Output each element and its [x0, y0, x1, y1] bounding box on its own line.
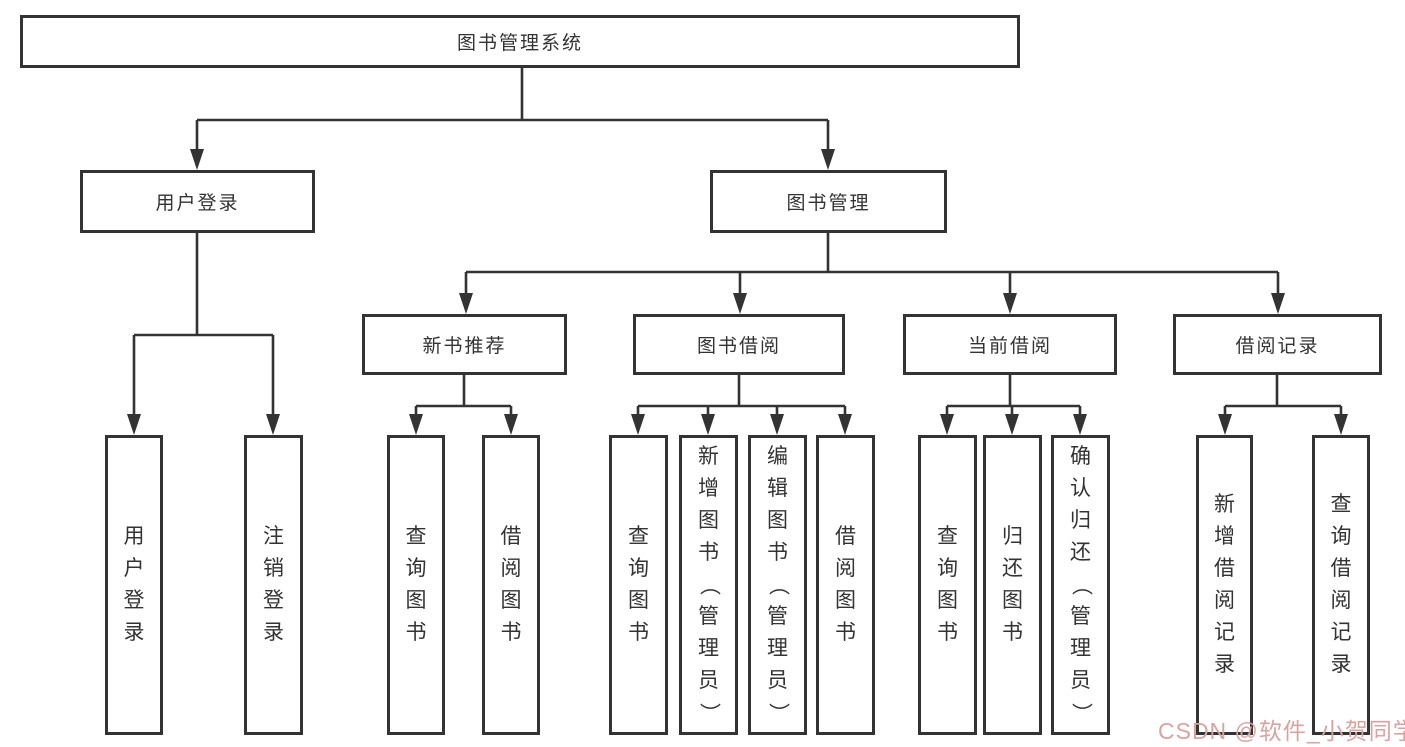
node-label: 当前借阅 — [967, 336, 1052, 357]
node-borrowing-records: 借阅记录 — [1173, 314, 1382, 375]
arrow-icon — [190, 149, 204, 170]
arrow-icon — [1218, 414, 1232, 435]
node-label: 新书推荐 — [422, 336, 507, 357]
arrow-icon — [940, 414, 954, 435]
leaf-logout: 注销登录 — [244, 435, 303, 735]
node-label: 查询图书 — [405, 525, 427, 644]
leaf-return-book: 归还图书 — [983, 435, 1042, 735]
node-label: 借阅图书 — [835, 525, 856, 644]
leaf-query-borrow-record: 查询借阅记录 — [1312, 435, 1370, 735]
node-book-borrowing: 图书借阅 — [633, 314, 845, 375]
arrow-icon — [1003, 293, 1017, 314]
arrow-icon — [1334, 414, 1348, 435]
node-label: 借阅图书 — [500, 525, 522, 644]
node-label: 图书管理系统 — [456, 33, 583, 54]
node-label: 归还图书 — [1002, 525, 1023, 644]
leaf-edit-book-admin: 编辑图书（管理员） — [748, 435, 807, 735]
arrow-icon — [459, 293, 473, 314]
node-book-management: 图书管理 — [710, 170, 947, 233]
arrow-icon — [1005, 414, 1019, 435]
node-label: 查询图书 — [937, 525, 958, 644]
node-label: 查询借阅记录 — [1330, 493, 1352, 676]
arrow-icon — [504, 414, 518, 435]
node-label: 编辑图书（管理员） — [766, 445, 790, 724]
arrow-icon — [1271, 293, 1285, 314]
leaf-add-borrow-record: 新增借阅记录 — [1196, 435, 1253, 735]
node-label: 图书借阅 — [696, 336, 781, 357]
node-label: 确认归还（管理员） — [1069, 445, 1093, 724]
arrow-icon — [733, 293, 747, 314]
arrow-icon — [631, 414, 645, 435]
leaf-confirm-return-admin: 确认归还（管理员） — [1051, 435, 1110, 735]
arrow-icon — [127, 414, 141, 435]
node-label: 用户登录 — [155, 193, 240, 214]
node-label: 新增借阅记录 — [1214, 493, 1235, 676]
arrow-icon — [838, 414, 852, 435]
arrow-icon — [1073, 414, 1087, 435]
arrow-icon — [409, 414, 423, 435]
node-label: 新增图书（管理员） — [697, 445, 721, 724]
arrow-icon — [770, 414, 784, 435]
tree-edges — [132, 68, 1343, 418]
node-new-book-recommendation: 新书推荐 — [362, 314, 567, 375]
node-label: 查询图书 — [628, 525, 649, 644]
arrow-icon — [266, 414, 280, 435]
node-library-management-system: 图书管理系统 — [20, 15, 1020, 68]
leaf-user-login: 用户登录 — [105, 435, 163, 735]
leaf-query-books-borrowing: 查询图书 — [609, 435, 668, 735]
node-label: 借阅记录 — [1235, 336, 1320, 357]
leaf-query-books-current: 查询图书 — [918, 435, 977, 735]
leaf-borrow-books-recommend: 借阅图书 — [482, 435, 540, 735]
arrow-icon — [821, 149, 835, 170]
leaf-add-book-admin: 新增图书（管理员） — [679, 435, 738, 735]
arrow-icon — [701, 414, 715, 435]
node-label: 用户登录 — [123, 525, 145, 644]
node-label: 图书管理 — [786, 193, 871, 214]
watermark: CSDN @软件_小贺同学 — [1158, 718, 1405, 744]
leaf-query-books-recommend: 查询图书 — [387, 435, 445, 735]
node-current-borrowing: 当前借阅 — [903, 314, 1117, 375]
node-label: 注销登录 — [263, 525, 284, 644]
node-user-login-branch: 用户登录 — [80, 170, 315, 233]
arrowheads — [127, 149, 1348, 435]
leaf-borrow-books-borrowing: 借阅图书 — [816, 435, 875, 735]
